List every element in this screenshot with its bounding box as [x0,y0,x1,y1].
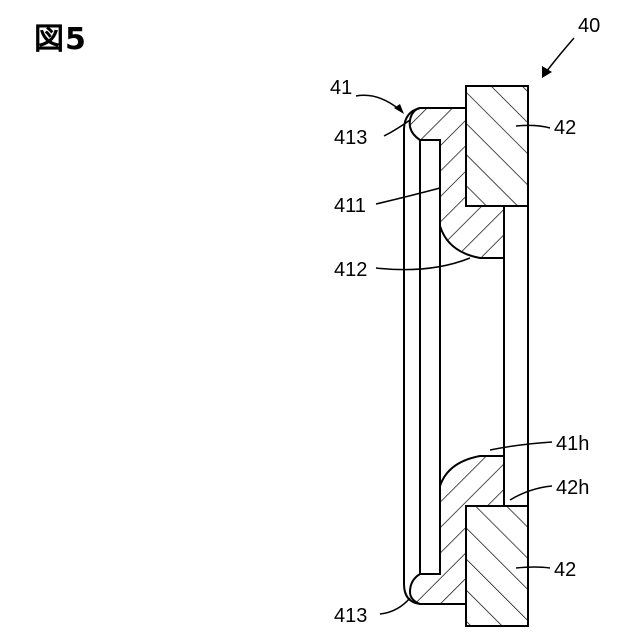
part-41-outer-lip [404,108,440,604]
label-41h: 41h [556,433,589,455]
label-42h: 42h [556,477,589,499]
part-42-top-block [466,86,528,206]
label-40: 40 [578,15,600,37]
label-411: 411 [334,195,366,217]
part-42-bottom-block [466,506,528,626]
label-413-bottom: 413 [334,605,367,627]
label-42-bottom: 42 [554,559,576,581]
label-412: 412 [334,259,367,281]
label-41: 41 [330,77,352,99]
label-413-top: 413 [334,127,367,149]
label-42-top: 42 [554,117,576,139]
